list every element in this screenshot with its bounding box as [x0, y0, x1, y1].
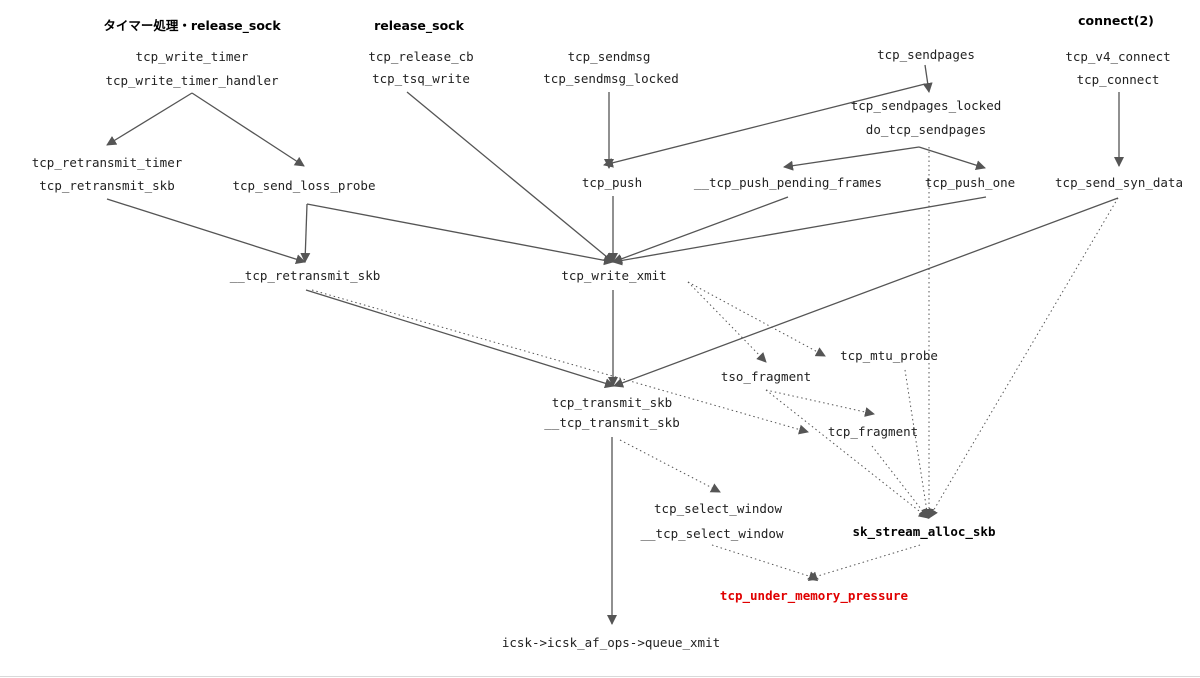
edge-retransmit-skb-to-internal — [106, 198, 306, 265]
node-tcp-select-window: tcp_select_window — [654, 500, 782, 516]
edge-transmit-to-select-window — [619, 439, 721, 493]
node-tcp-sendmsg: tcp_sendmsg — [567, 48, 651, 64]
node-tcp-retransmit-timer: tcp_retransmit_timer — [31, 154, 183, 170]
edge-loss-probe-to-write-xmit — [306, 203, 614, 266]
header-release-sock: release_sock — [374, 17, 464, 33]
edge-write-timer-to-retransmit-timer — [106, 92, 193, 146]
node-tcp-under-memory-pressure: tcp_under_memory_pressure — [719, 587, 909, 603]
header-connect: connect(2) — [1078, 12, 1154, 28]
node-tcp-v4-connect: tcp_v4_connect — [1065, 48, 1171, 64]
edge-tsq-write-to-write-xmit — [406, 91, 614, 263]
node-tcp-sendmsg-locked: tcp_sendmsg_locked — [543, 70, 679, 86]
edge-loss-probe-to-internal — [300, 203, 311, 263]
node-tso-fragment: tso_fragment — [720, 368, 812, 384]
edge-retransmit-internal-to-transmit — [305, 289, 615, 389]
node-tcp-retransmit-skb: tcp_retransmit_skb — [39, 177, 175, 193]
edge-sendpages-to-locked — [922, 64, 933, 93]
node-tcp-send-syn-data: tcp_send_syn_data — [1055, 174, 1183, 190]
node-tcp-push-one: tcp_push_one — [924, 174, 1016, 190]
edge-tcp-fragment-to-alloc — [871, 445, 929, 519]
node-tcp-push-pending-frames: __tcp_push_pending_frames — [693, 174, 883, 190]
edge-write-xmit-to-mtu-probe — [687, 281, 826, 357]
node-tcp-write-xmit: tcp_write_xmit — [561, 267, 667, 283]
node-tcp-sendpages-locked: tcp_sendpages_locked — [850, 97, 1002, 113]
edge-sendpages-to-push — [603, 83, 926, 168]
edge-write-timer-to-send-loss-probe — [191, 92, 305, 167]
node-tcp-mtu-probe: tcp_mtu_probe — [840, 347, 938, 363]
node-tcp-release-cb: tcp_release_cb — [368, 48, 474, 64]
header-timer: タイマー処理・release_sock — [103, 17, 281, 33]
node-tcp-connect: tcp_connect — [1076, 71, 1160, 87]
node-tcp-send-loss-probe: tcp_send_loss_probe — [232, 177, 376, 193]
edge-mtu-probe-to-alloc — [904, 369, 932, 519]
node-tcp-transmit-skb-internal: __tcp_transmit_skb — [544, 414, 680, 430]
edge-alloc-to-memory-pressure — [807, 544, 921, 582]
edge-tso-fragment-to-alloc — [765, 389, 929, 519]
edge-do-sendpages-to-push-one — [918, 146, 986, 171]
edge-tso-fragment-to-tcp-fragment — [765, 389, 875, 417]
node-tcp-tsq-write: tcp_tsq_write — [372, 70, 470, 86]
node-do-tcp-sendpages: do_tcp_sendpages — [865, 121, 987, 137]
edge-do-sendpages-to-pending — [783, 146, 920, 171]
edge-write-xmit-to-tso-fragment — [687, 281, 767, 363]
node-tcp-push: tcp_push — [581, 174, 643, 190]
node-tcp-select-window-internal: __tcp_select_window — [640, 525, 784, 541]
edge-syn-data-to-alloc — [928, 197, 1119, 519]
edge-pending-to-write-xmit — [612, 196, 789, 264]
node-queue-xmit: icsk->icsk_af_ops->queue_xmit — [501, 634, 721, 650]
edge-retransmit-internal-to-tcp-fragment — [311, 289, 809, 435]
node-tcp-retransmit-skb-internal: __tcp_retransmit_skb — [229, 267, 381, 283]
edge-select-window-to-memory-pressure — [711, 544, 819, 582]
node-sk-stream-alloc-skb: sk_stream_alloc_skb — [852, 523, 996, 539]
node-tcp-sendpages: tcp_sendpages — [877, 46, 975, 62]
bottom-border — [0, 676, 1200, 677]
node-tcp-fragment: tcp_fragment — [827, 423, 919, 439]
node-tcp-write-timer-handler: tcp_write_timer_handler — [105, 72, 279, 88]
node-tcp-write-timer: tcp_write_timer — [135, 48, 249, 64]
edge-syn-data-to-transmit-skb — [613, 197, 1119, 388]
edge-push-one-to-write-xmit — [612, 196, 987, 266]
node-tcp-transmit-skb: tcp_transmit_skb — [551, 394, 673, 410]
